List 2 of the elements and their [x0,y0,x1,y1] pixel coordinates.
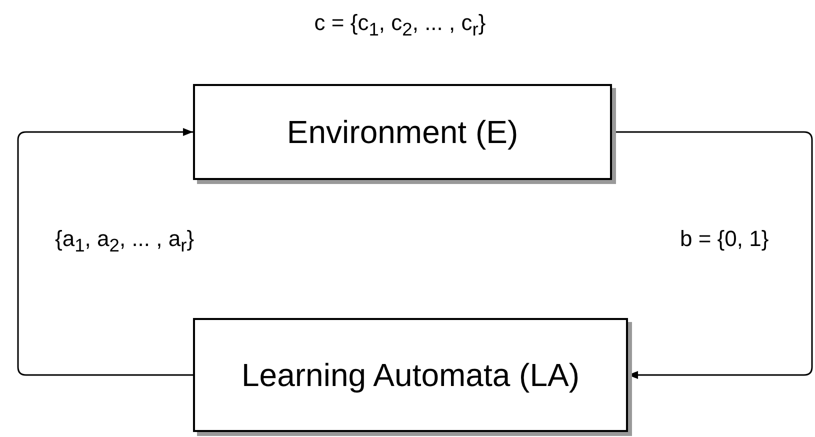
arrow [17,128,193,376]
set-label: c = {c$_{1}$, c$_{2}$, ... , c$_{r}$} [314,10,486,40]
